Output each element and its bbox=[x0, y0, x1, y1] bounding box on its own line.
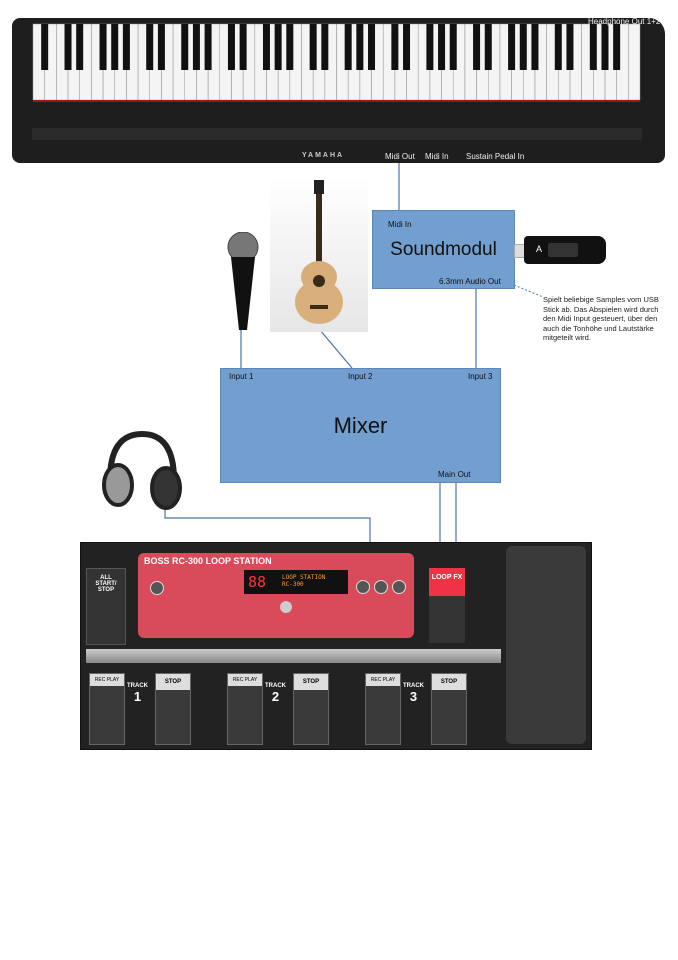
input-knob-3[interactable] bbox=[392, 580, 406, 594]
black-key bbox=[508, 24, 516, 70]
black-key bbox=[566, 24, 574, 70]
midi-out-label: Midi Out bbox=[385, 152, 415, 161]
input-knob-1[interactable] bbox=[356, 580, 370, 594]
black-key bbox=[613, 24, 621, 70]
loop-fx-pedal[interactable]: LOOP FX bbox=[429, 568, 465, 643]
headphones-image bbox=[100, 430, 184, 512]
black-key bbox=[449, 24, 457, 70]
rec-play-label: REC PLAY bbox=[366, 674, 400, 686]
stop-label: STOP bbox=[432, 674, 466, 690]
model-name: RC-300 bbox=[172, 556, 204, 566]
track-text: TRACK bbox=[265, 683, 286, 689]
midi-in-label: Midi In bbox=[425, 152, 449, 161]
rec-play-label: REC PLAY bbox=[228, 674, 262, 686]
black-key bbox=[227, 24, 235, 70]
rec-play-pedal-2[interactable]: REC PLAY bbox=[227, 673, 263, 745]
stop-pedal-2[interactable]: STOP bbox=[293, 673, 329, 745]
black-key bbox=[204, 24, 212, 70]
track-number: 1 bbox=[133, 689, 142, 704]
headphone-out-label: Headphone Out 1+2 bbox=[588, 17, 661, 26]
product-name: LOOP STATION bbox=[205, 556, 272, 566]
control-panel: BOSS RC-300 LOOP STATION 88 LOOP STATION… bbox=[138, 553, 414, 638]
black-key bbox=[309, 24, 317, 70]
master-knob[interactable] bbox=[150, 581, 164, 595]
black-key bbox=[157, 24, 165, 70]
black-key bbox=[76, 24, 84, 70]
loop-fx-label: LOOP FX bbox=[429, 568, 465, 596]
black-key bbox=[473, 24, 481, 70]
piano-keys bbox=[32, 23, 642, 140]
mixer-main-out: Main Out bbox=[438, 470, 471, 479]
all-start-stop-pedal[interactable]: ALL START/ STOP bbox=[86, 568, 126, 645]
input-knob-2[interactable] bbox=[374, 580, 388, 594]
track-label-3: TRACK 3 bbox=[403, 683, 424, 704]
mixer-title: Mixer bbox=[333, 413, 388, 438]
black-key bbox=[286, 24, 294, 70]
soundmodul-note: Spielt beliebige Samples vom USB Stick a… bbox=[543, 295, 659, 342]
black-key bbox=[321, 24, 329, 70]
usb-stick: A bbox=[514, 236, 612, 264]
track-label-1: TRACK 1 bbox=[127, 683, 148, 704]
loop-station: BOSS RC-300 LOOP STATION 88 LOOP STATION… bbox=[80, 542, 592, 750]
display-line-2: RC-300 bbox=[282, 581, 304, 588]
microphone-image bbox=[225, 232, 262, 330]
display-number: 88 bbox=[248, 573, 267, 591]
black-key bbox=[484, 24, 492, 70]
mixer-input-3: Input 3 bbox=[468, 372, 493, 381]
soundmodul-box: Midi In Soundmodul 6.3mm Audio Out bbox=[372, 210, 515, 289]
track-number: 2 bbox=[271, 689, 280, 704]
black-key bbox=[589, 24, 597, 70]
soundmodul-midi-in: Midi In bbox=[388, 220, 412, 229]
soundmodul-audio-out: 6.3mm Audio Out bbox=[439, 277, 501, 286]
black-key bbox=[122, 24, 130, 70]
black-key bbox=[41, 24, 49, 70]
rec-play-pedal-3[interactable]: REC PLAY bbox=[365, 673, 401, 745]
black-key bbox=[111, 24, 119, 70]
all-start-stop-label: ALL START/ STOP bbox=[95, 575, 117, 593]
black-key bbox=[99, 24, 107, 70]
display: 88 LOOP STATION RC-300 bbox=[244, 570, 348, 594]
track-text: TRACK bbox=[403, 683, 424, 689]
keyboard: YAMAHA bbox=[12, 18, 665, 163]
black-key bbox=[239, 24, 247, 70]
black-key bbox=[181, 24, 189, 70]
stop-pedal-3[interactable]: STOP bbox=[431, 673, 467, 745]
black-key bbox=[356, 24, 364, 70]
black-key bbox=[426, 24, 434, 70]
black-key bbox=[344, 24, 352, 70]
value-dial[interactable] bbox=[280, 601, 292, 613]
black-key bbox=[438, 24, 446, 70]
mixer-input-2: Input 2 bbox=[348, 372, 373, 381]
rec-play-label: REC PLAY bbox=[90, 674, 124, 686]
black-key bbox=[554, 24, 562, 70]
black-key bbox=[262, 24, 270, 70]
black-key bbox=[146, 24, 154, 70]
stop-label: STOP bbox=[156, 674, 190, 690]
black-key bbox=[601, 24, 609, 70]
keyboard-brand: YAMAHA bbox=[302, 152, 345, 159]
boss-logo: BOSS bbox=[144, 556, 170, 566]
black-key bbox=[403, 24, 411, 70]
guitar-image bbox=[270, 177, 368, 332]
track-number: 3 bbox=[409, 689, 418, 704]
black-key bbox=[519, 24, 527, 70]
track-label-2: TRACK 2 bbox=[265, 683, 286, 704]
black-key bbox=[368, 24, 376, 70]
black-key bbox=[531, 24, 539, 70]
expression-pedal[interactable] bbox=[506, 546, 586, 744]
mixer-input-1: Input 1 bbox=[229, 372, 254, 381]
display-line-1: LOOP STATION bbox=[282, 574, 326, 581]
metal-rail bbox=[86, 649, 501, 663]
black-key bbox=[274, 24, 282, 70]
stop-pedal-1[interactable]: STOP bbox=[155, 673, 191, 745]
rec-play-pedal-1[interactable]: REC PLAY bbox=[89, 673, 125, 745]
sustain-label: Sustain Pedal In bbox=[466, 152, 525, 161]
track-text: TRACK bbox=[127, 683, 148, 689]
black-key bbox=[391, 24, 399, 70]
mixer-box: Input 1 Input 2 Input 3 Mixer Main Out bbox=[220, 368, 501, 483]
black-key bbox=[192, 24, 200, 70]
stop-label: STOP bbox=[294, 674, 328, 690]
soundmodul-title: Soundmodul bbox=[390, 239, 497, 260]
black-key bbox=[64, 24, 72, 70]
